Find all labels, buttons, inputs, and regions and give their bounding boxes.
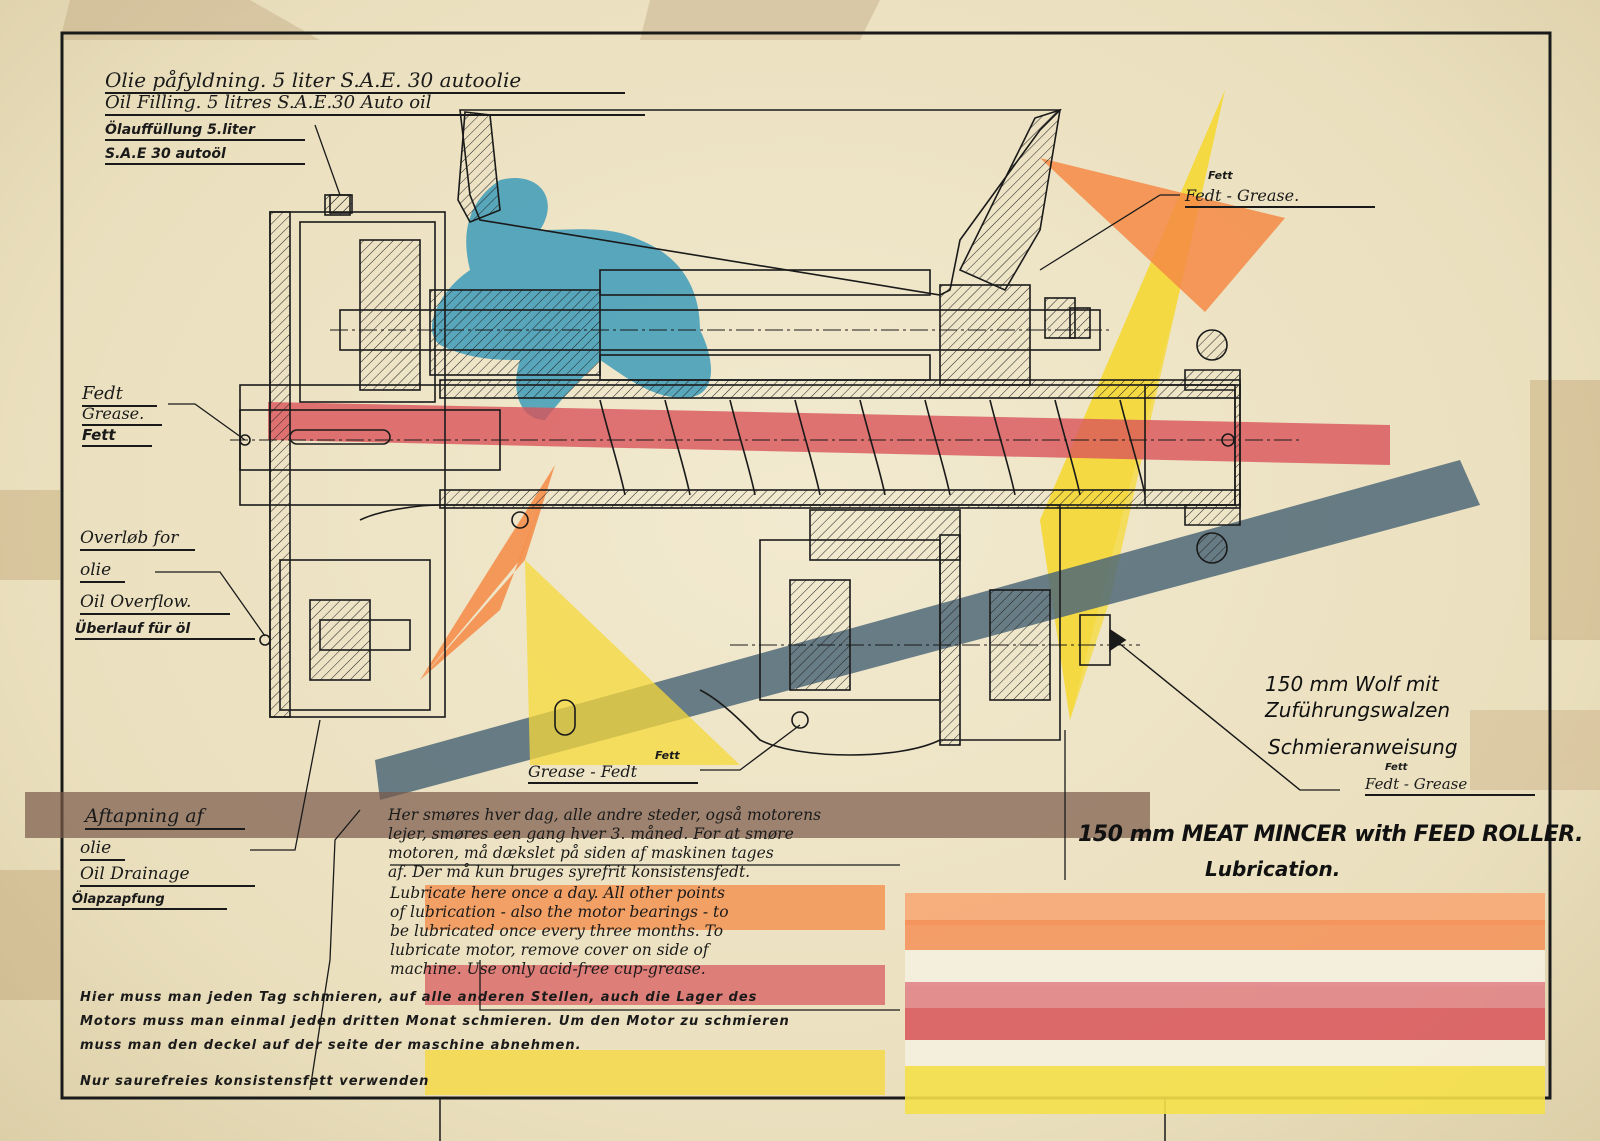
note-german: Nur saurefreies konsistensfett verwenden [80,1074,430,1089]
tape-stains [0,0,1600,1000]
stripe-white-1 [905,950,1545,986]
grease-left-label-de: Fett [82,428,152,447]
instructions-danish: Her smøres hver dag, alle andre steder, … [388,806,821,882]
title-de-line1: 150 mm Wolf mit [1265,672,1439,696]
oil-filling-label-de-1: Ölauffüllung 5.liter [105,123,305,141]
grease-top-right-de: Fett [1208,169,1233,182]
orange-triangle-center [420,465,555,680]
stripe-red [905,1008,1545,1040]
overflow-label-de: Überlauf für öl [75,622,255,640]
drainage-label-de: Ölapzapfung [72,893,227,910]
instructions-danish-line: lejer, smøres een gang hver 3. måned. Fo… [388,825,794,843]
orange-triangle-top [1040,158,1285,312]
oil-filling-label-en: Oil Filling. 5 litres S.A.E.30 Auto oil [105,94,645,116]
instructions-danish-line: motoren, må dækslet på siden af maskinen… [388,844,774,862]
instructions-english-line: be lubricated once every three months. T… [390,922,724,940]
drainage-label-da-1: Aftapning af [85,807,245,830]
color-overlays [25,90,1545,1114]
overflow-label-da-2: olie [80,562,125,583]
instructions-german-line: Hier muss man jeden Tag schmieren, auf a… [80,990,758,1005]
stripe-yellow [905,1066,1545,1114]
instructions-english-line: lubricate motor, remove cover on side of [390,941,709,959]
leader-lines [155,124,1340,1091]
overflow-label-da-1: Overløb for [80,530,195,551]
instructions-german: Hier muss man jeden Tag schmieren, auf a… [80,986,790,1058]
title-en: 150 mm MEAT MINCER with FEED ROLLER. [1078,822,1583,847]
stripe-pink [905,982,1545,1008]
instructions-english-line: Lubricate here once a day. All other poi… [390,884,725,902]
machine-ink [230,108,1300,756]
grease-top-right-label: Fedt - Grease. [1185,188,1375,208]
title-de-line2: Zuführungswalzen [1265,698,1451,722]
instructions-german-line: muss man den deckel auf der seite der ma… [80,1038,582,1053]
yellow-triangle-center [525,560,740,765]
drainage-label-en: Oil Drainage [80,866,255,887]
grease-center-label: Grease - Fedt [528,764,698,784]
grease-bottom-right-label: Fedt - Grease [1365,777,1535,796]
stripe-white-2 [905,1040,1545,1066]
instructions-danish-line: af. Der må kun bruges syrefrit konsisten… [388,863,751,881]
grease-bottom-right-de: Fett [1385,762,1408,773]
overflow-label-en: Oil Overflow. [80,594,230,615]
brown-band [25,792,1150,838]
grease-left-label-da: Fedt [82,385,157,407]
oil-filling-label-da: Olie påfyldning. 5 liter S.A.E. 30 autoo… [105,70,625,94]
drainage-label-da-2: olie [80,840,125,861]
grease-left-label-en: Grease. [82,406,162,426]
instructions-danish-line: Her smøres hver dag, alle andre steder, … [388,806,822,824]
subtitle-en: Lubrication. [1205,857,1341,881]
stripe-orange-2 [905,920,1545,950]
subtitle-de: Schmieranweisung [1268,735,1458,759]
grease-center-de: Fett [655,749,680,762]
instructions-english-line: of lubrication - also the motor bearings… [390,903,729,921]
instructions-english-line: machine. Use only acid-free cup-grease. [390,960,706,978]
instructions-english: Lubricate here once a day. All other poi… [390,884,729,979]
oil-filling-label-de-2: S.A.E 30 autoöl [105,147,305,165]
instructions-german-line: Motors muss man einmal jeden dritten Mon… [80,1014,790,1029]
red-band [268,402,1390,465]
stripe-orange-1 [905,893,1545,925]
